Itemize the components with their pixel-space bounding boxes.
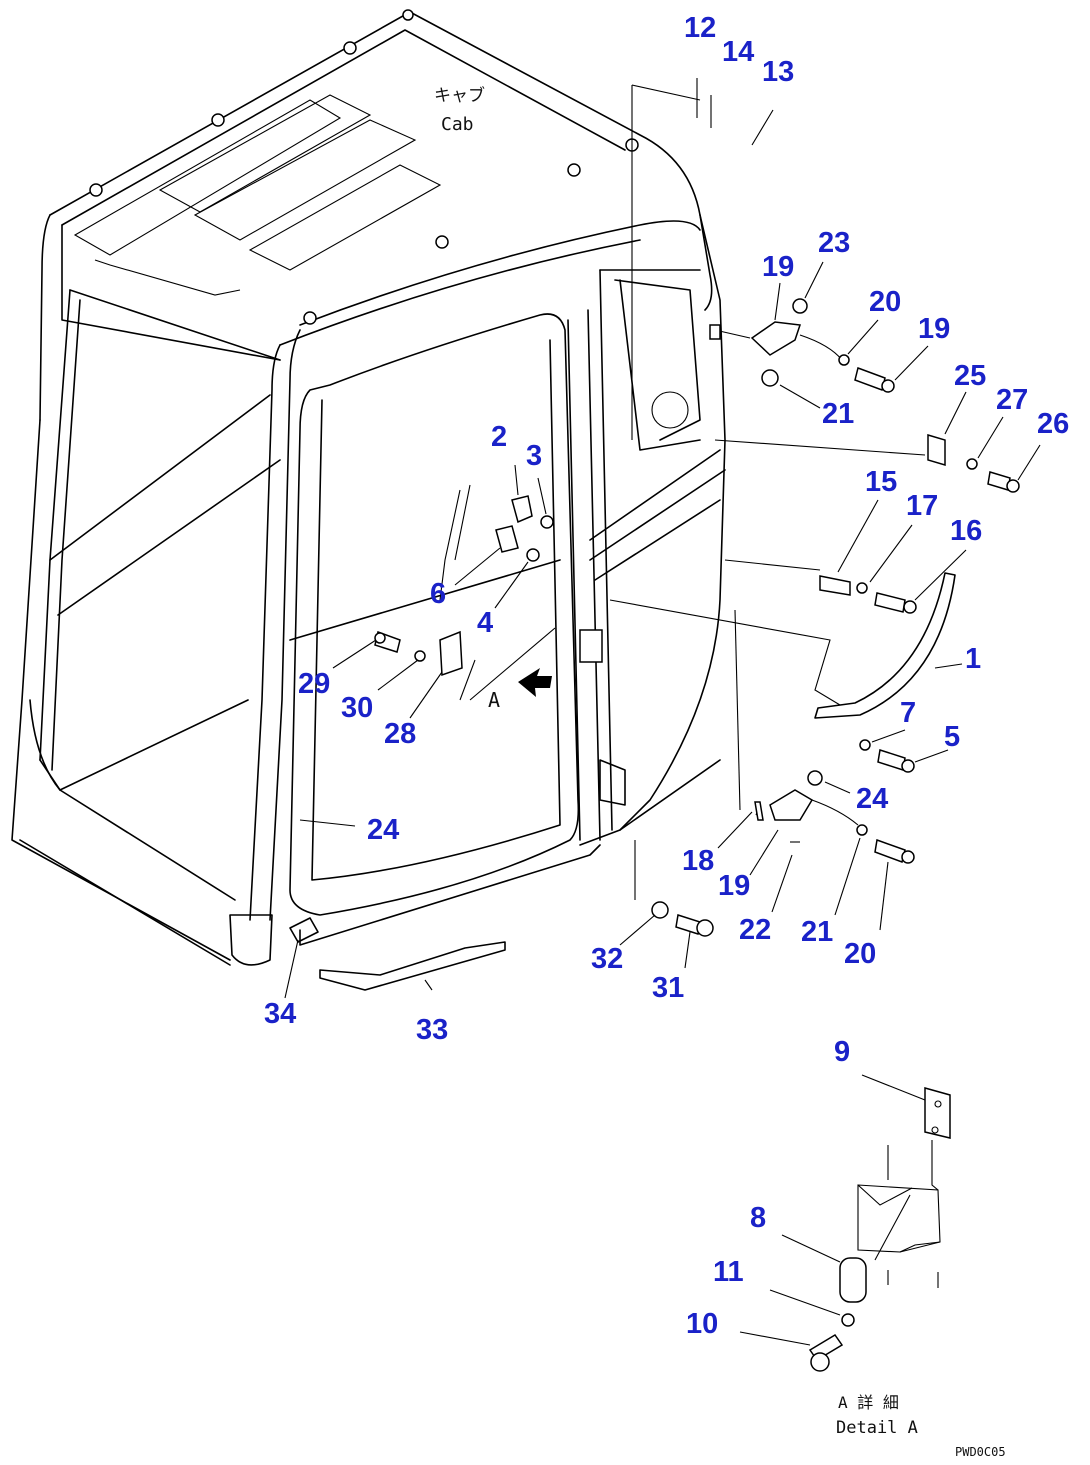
door-opening <box>289 313 580 916</box>
callout-34: 34 <box>264 998 297 1030</box>
drawing-code: PWD0C05 <box>955 1445 1006 1459</box>
detail-a-label-jp: A 詳 細 <box>838 1393 899 1412</box>
callout-13: 13 <box>762 56 795 88</box>
callout-16: 16 <box>950 515 983 547</box>
detail-a-bracket <box>924 1087 951 1139</box>
callout-24: 24 <box>367 814 400 846</box>
callout-3: 3 <box>526 440 543 472</box>
cab-rear-pillar <box>567 319 581 841</box>
hinge-lower <box>769 789 814 821</box>
roof-panel <box>158 94 372 213</box>
callout-27: 27 <box>996 384 1029 416</box>
callout-5: 5 <box>944 721 961 753</box>
callout-4: 4 <box>477 607 494 639</box>
callout-6: 6 <box>430 578 447 610</box>
detail-a-roller <box>839 1257 867 1303</box>
roof-panel <box>73 99 342 256</box>
cab-roof-outline <box>49 11 713 311</box>
callout-1: 1 <box>965 643 982 675</box>
cab-front-pillar <box>249 344 281 921</box>
section-marker: A <box>488 688 501 712</box>
callout-20: 19 <box>918 313 951 345</box>
callout-31: 31 <box>652 972 685 1004</box>
callout-28: 28 <box>384 718 417 750</box>
latch-bracket <box>819 575 851 596</box>
cab-label-en: Cab <box>441 114 474 135</box>
callout-15: 15 <box>865 466 898 498</box>
cab-label-jp: キャブ <box>434 86 485 106</box>
callout-25: 25 <box>954 360 987 392</box>
callout-19: 19 <box>762 251 795 283</box>
callout-26: 26 <box>1037 408 1070 440</box>
detail-a-label-en: Detail A <box>836 1418 918 1438</box>
callout-22: 21 <box>822 398 855 430</box>
callout-20b: 20 <box>844 938 877 970</box>
callout-21b: 21 <box>801 916 834 948</box>
callout-2: 2 <box>491 421 508 453</box>
callout-23b: 24 <box>856 783 889 815</box>
callout-9: 9 <box>834 1036 851 1068</box>
door-weatherstrip <box>814 572 956 719</box>
cover-plate <box>439 630 463 677</box>
sill-trim <box>319 941 506 991</box>
roof-panel <box>193 119 417 241</box>
callout-7: 7 <box>900 697 917 729</box>
callout-23: 23 <box>818 227 851 259</box>
view-arrow <box>518 668 552 697</box>
callout-12: 12 <box>684 12 717 44</box>
callout-10: 10 <box>686 1308 719 1340</box>
hinge-upper <box>750 321 802 356</box>
callout-21: 20 <box>869 286 902 318</box>
callout-30: 30 <box>341 692 374 724</box>
callout-19b: 19 <box>718 870 751 902</box>
striker-plate <box>927 433 946 467</box>
door-stop <box>511 495 533 524</box>
callout-18: 18 <box>682 845 715 877</box>
callout-17: 17 <box>906 490 939 522</box>
cab-left-frame <box>11 419 231 961</box>
callout-14: 14 <box>722 36 755 68</box>
callout-33: 33 <box>416 1014 449 1046</box>
callout-22b: 22 <box>739 914 772 946</box>
callout-11: 11 <box>713 1256 744 1288</box>
callout-8: 8 <box>750 1202 767 1234</box>
callout-32: 32 <box>591 943 624 975</box>
callout-29: 29 <box>298 668 331 700</box>
roof-panel <box>248 164 442 271</box>
